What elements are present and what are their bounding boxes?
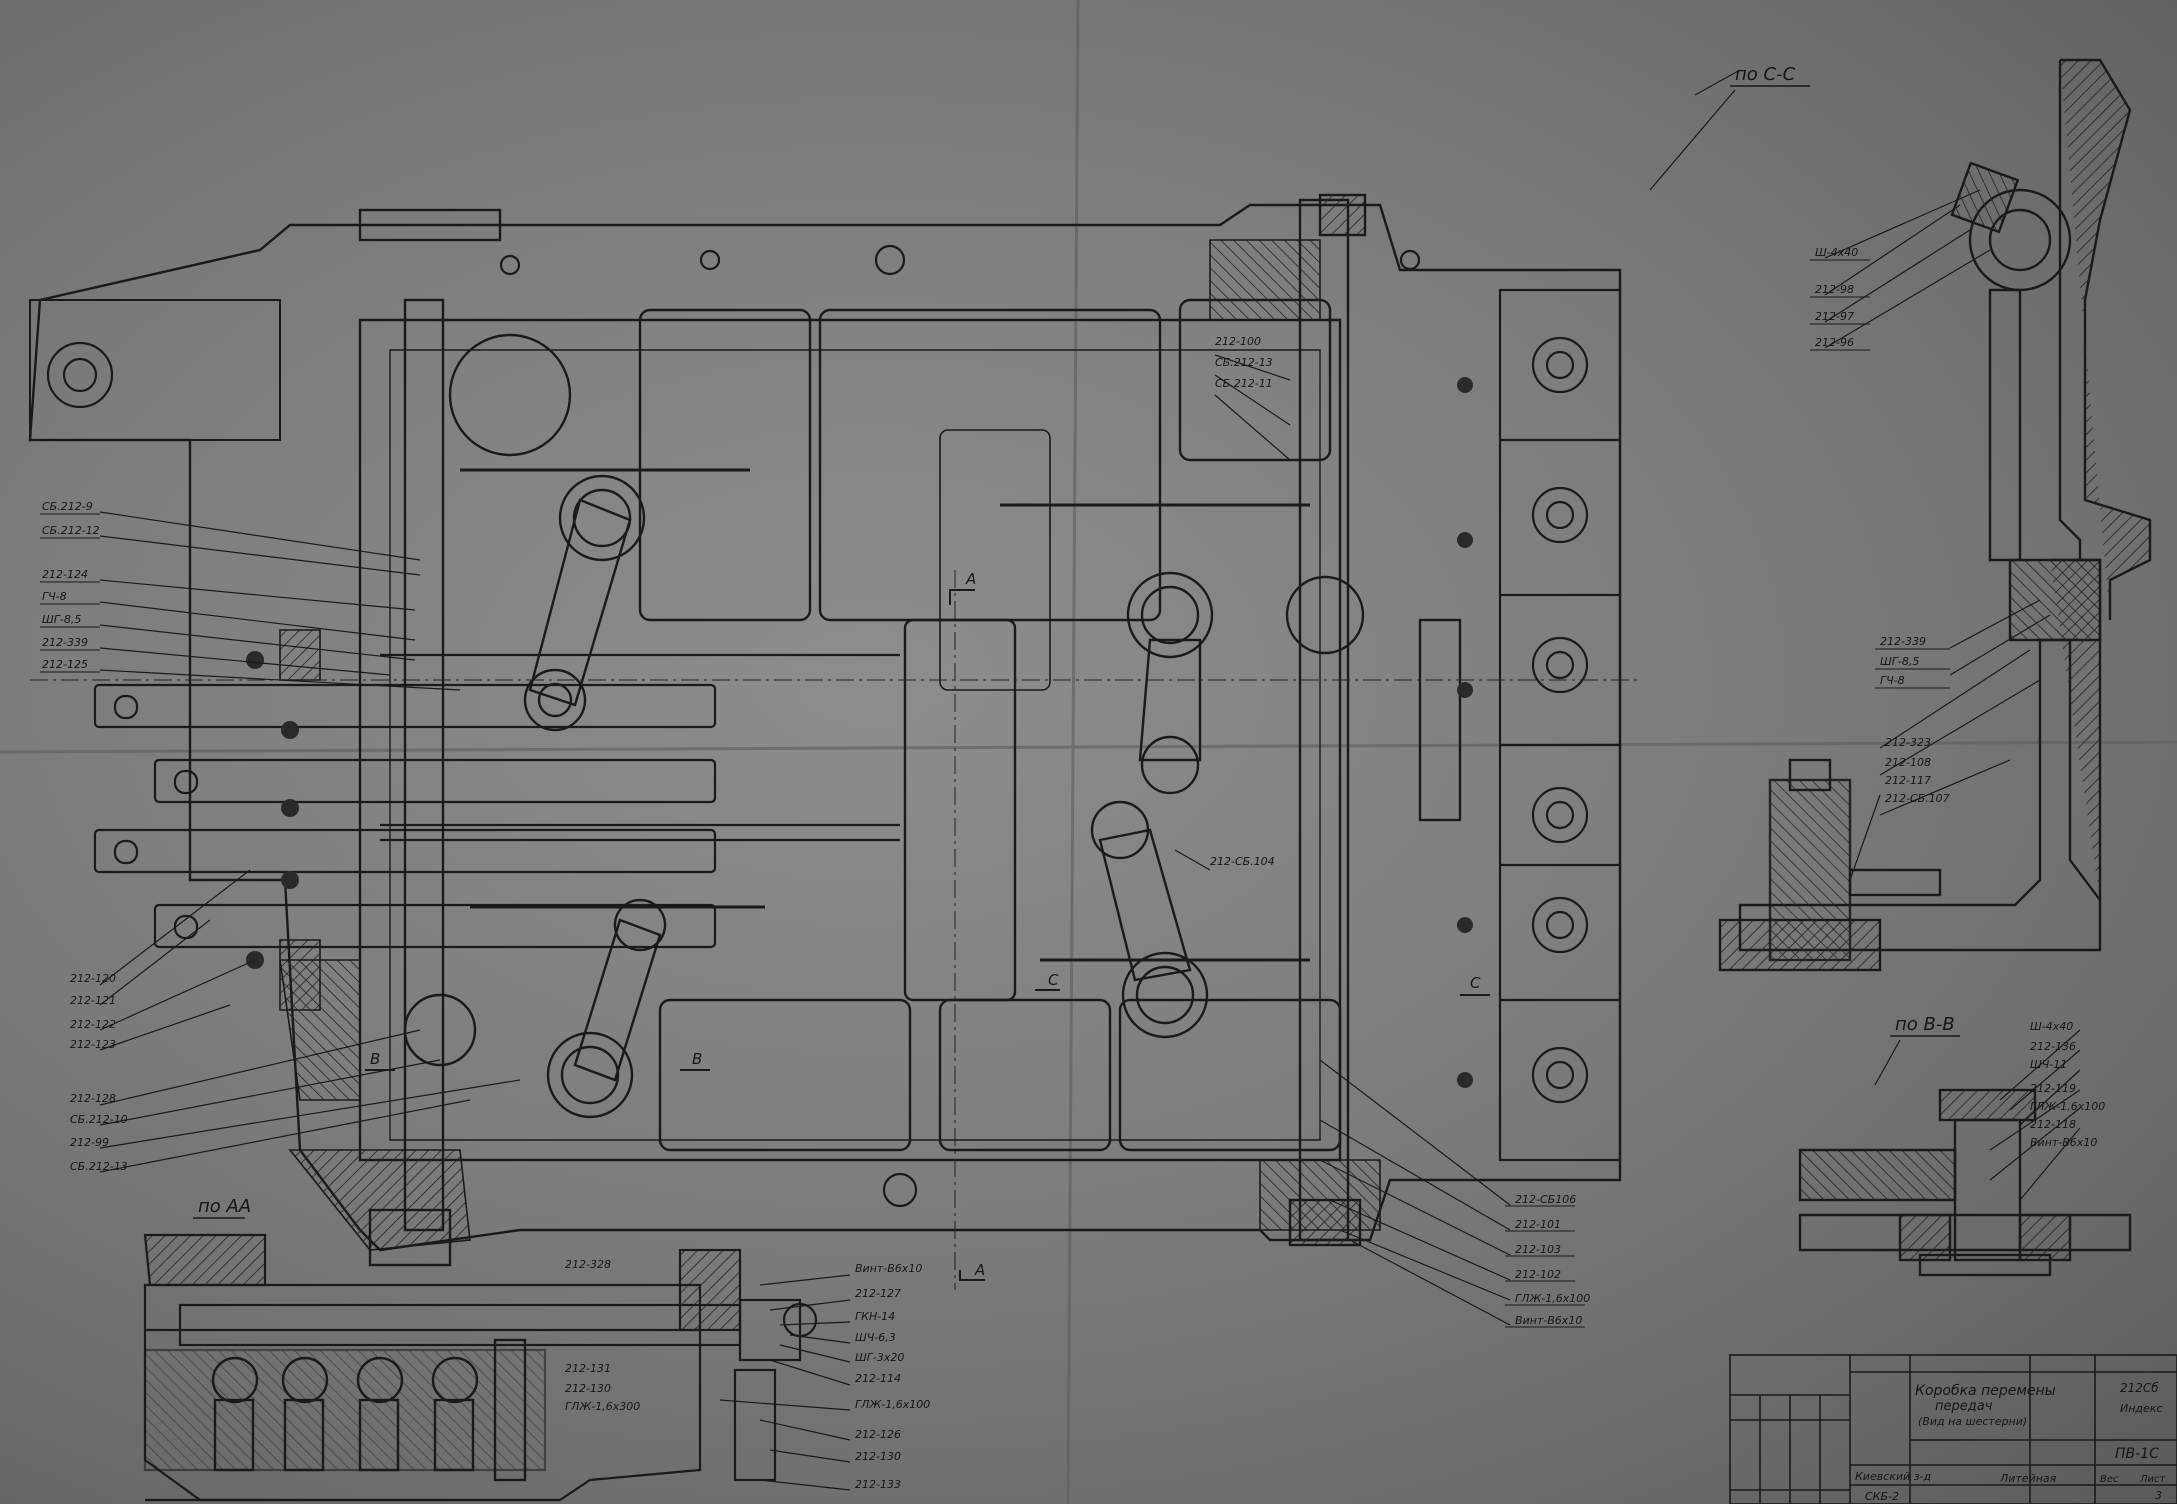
title-block-text: Коробка перемены передач (Вид на шестерн…: [1855, 1381, 2167, 1503]
label-left-bottom-3: СБ.212-13: [70, 1160, 128, 1173]
cut-letter-b-left: В: [370, 1050, 380, 1068]
right-flange: [1498, 288, 1622, 1162]
cut-letter-a-top: А: [965, 570, 976, 588]
label-center-top-0: 212-100: [1215, 335, 1261, 348]
view-title-section-aa: по АА: [198, 1196, 251, 1217]
view-titles: по С-С по В-В по АА: [198, 64, 1955, 1217]
lever-arms: [403, 333, 1462, 1119]
part-labels: СБ.212-9 СБ.212-12 212-124 ГЧ-8 ШГ-8,5 2…: [42, 246, 2105, 1491]
label-bottom-left-cluster-0: 212-131: [565, 1362, 611, 1375]
cut-letter-c-left: С: [1048, 971, 1059, 989]
centre-lines: [30, 570, 1640, 1290]
label-underlines: [40, 259, 1950, 1328]
sheet-label: Лист: [2139, 1474, 2167, 1485]
label-right-lower-2: 212-117: [1885, 774, 1931, 787]
label-right-bb-6: Винт-В6х10: [2030, 1136, 2097, 1149]
label-left-lower-3: 212-123: [70, 1038, 116, 1051]
label-bottom-left-cluster-1: 212-130: [565, 1382, 611, 1395]
title-line-1: Коробка перемены: [1915, 1383, 2056, 1399]
cut-marker-letters: А А С С В В: [370, 570, 1481, 1279]
label-bottom-leaders-0: Винт-В6х10: [855, 1262, 922, 1275]
label-bottom-leaders-2: ГКН-14: [855, 1310, 895, 1323]
drawing-code: 212Сб: [2120, 1381, 2159, 1395]
label-right-bb-0: Ш-4х40: [2030, 1020, 2073, 1033]
bolt-heads: [246, 377, 1473, 1088]
label-left-lower-1: 212-121: [70, 994, 116, 1007]
label-bottom-right-1: 212-101: [1515, 1218, 1561, 1231]
section-cc: [1718, 58, 2152, 972]
label-bottom-center: 212-328: [565, 1258, 611, 1271]
stamp-row: Киевский з-д: [1855, 1470, 1931, 1483]
view-title-underlines: [193, 85, 1960, 1219]
label-right-mid-2: ГЧ-8: [1880, 674, 1905, 687]
cut-letter-a-bottom: А: [974, 1261, 985, 1279]
label-bottom-leaders-4: ШГ-3х20: [855, 1351, 904, 1364]
label-bottom-leaders-1: 212-127: [855, 1287, 901, 1300]
label-left-bottom-1: СБ.212-10: [70, 1113, 128, 1126]
label-center-top-2: СБ.212-11: [1215, 377, 1273, 390]
cut-letter-c-right: С: [1470, 974, 1481, 992]
material-row: Литейная: [1999, 1472, 2057, 1485]
label-right-top-2: 212-97: [1815, 310, 1854, 323]
label-bottom-right-0: 212-СБ106: [1515, 1193, 1576, 1206]
label-right-bb-4: ГЛЖ-1,6х100: [2030, 1100, 2105, 1113]
label-right-mid-1: ШГ-8,5: [1880, 655, 1919, 668]
shift-rails: [93, 653, 900, 949]
label-bottom-leaders-low-0: 212-126: [855, 1428, 901, 1441]
label-bottom-left-cluster-2: ГЛЖ-1,6х300: [565, 1400, 640, 1413]
label-left-0: СБ.212-9: [42, 500, 93, 513]
label-right-bb-1: 212-136: [2030, 1040, 2076, 1053]
label-bottom-leaders-low-1: 212-130: [855, 1450, 901, 1463]
cut-markers: [365, 589, 1490, 1281]
label-right-bb-5: 212-118: [2030, 1118, 2076, 1131]
label-right-top-3: 212-96: [1815, 336, 1854, 349]
label-left-5: 212-339: [42, 636, 88, 649]
label-left-bottom-2: 212-99: [70, 1136, 109, 1149]
cut-letter-b-right: В: [692, 1050, 702, 1068]
drawing-number: ПВ-1С: [2115, 1446, 2159, 1462]
label-left-6: 212-125: [42, 658, 88, 671]
label-right-top-0: Ш-4х40: [1815, 246, 1858, 259]
label-bottom-right-4: ГЛЖ-1,6х100: [1515, 1292, 1590, 1305]
title-line-2: передач: [1935, 1399, 1993, 1414]
label-right-top-1: 212-98: [1815, 283, 1854, 296]
label-bottom-right-5: Винт-В6х10: [1515, 1314, 1582, 1327]
label-bottom-right-2: 212-103: [1515, 1243, 1561, 1256]
label-left-2: 212-124: [42, 568, 88, 581]
view-title-section-cc: по С-С: [1735, 64, 1796, 85]
label-right-lower-0: 212-323: [1885, 736, 1931, 749]
label-left-3: ГЧ-8: [42, 590, 67, 603]
label-bottom-leaders-6: ГЛЖ-1,6х100: [855, 1398, 930, 1411]
left-lug-hole: [46, 244, 1421, 1208]
label-right-mid-0: 212-339: [1880, 635, 1926, 648]
label-right-lower-3: 212-СБ.107: [1885, 792, 1950, 805]
label-bottom-leaders-3: ШЧ-6,3: [855, 1331, 896, 1344]
label-bottom-leaders-low-2: 212-133: [855, 1478, 901, 1491]
index-label: Индекс: [2120, 1402, 2163, 1415]
label-left-lower-0: 212-120: [70, 972, 116, 985]
label-left-lower-2: 212-122: [70, 1018, 116, 1031]
label-center-mid: 212-СБ.104: [1210, 855, 1275, 868]
label-left-4: ШГ-8,5: [42, 613, 81, 626]
label-right-lower-1: 212-108: [1885, 756, 1931, 769]
title-line-3: (Вид на шестерни): [1918, 1415, 2027, 1428]
section-bb: [1798, 1088, 2132, 1277]
label-right-bb-2: ШЧ-11: [2030, 1058, 2067, 1071]
leader-lines: [99, 69, 2081, 1491]
title-block: [1729, 1354, 2177, 1504]
section-aa: [143, 1233, 818, 1502]
label-right-bb-3: 212-119: [2030, 1082, 2076, 1095]
label-left-1: СБ.212-12: [42, 524, 100, 537]
label-center-top-1: СБ.212-13: [1215, 356, 1273, 369]
label-bottom-right-3: 212-102: [1515, 1268, 1561, 1281]
organization: СКБ-2: [1865, 1490, 1899, 1503]
label-left-bottom-0: 212-128: [70, 1092, 116, 1105]
view-title-section-bb: по В-В: [1895, 1014, 1955, 1035]
sheet-number: 3: [2155, 1489, 2162, 1502]
weight-label: Вес: [2100, 1474, 2119, 1485]
label-bottom-leaders-5: 212-114: [855, 1372, 901, 1385]
